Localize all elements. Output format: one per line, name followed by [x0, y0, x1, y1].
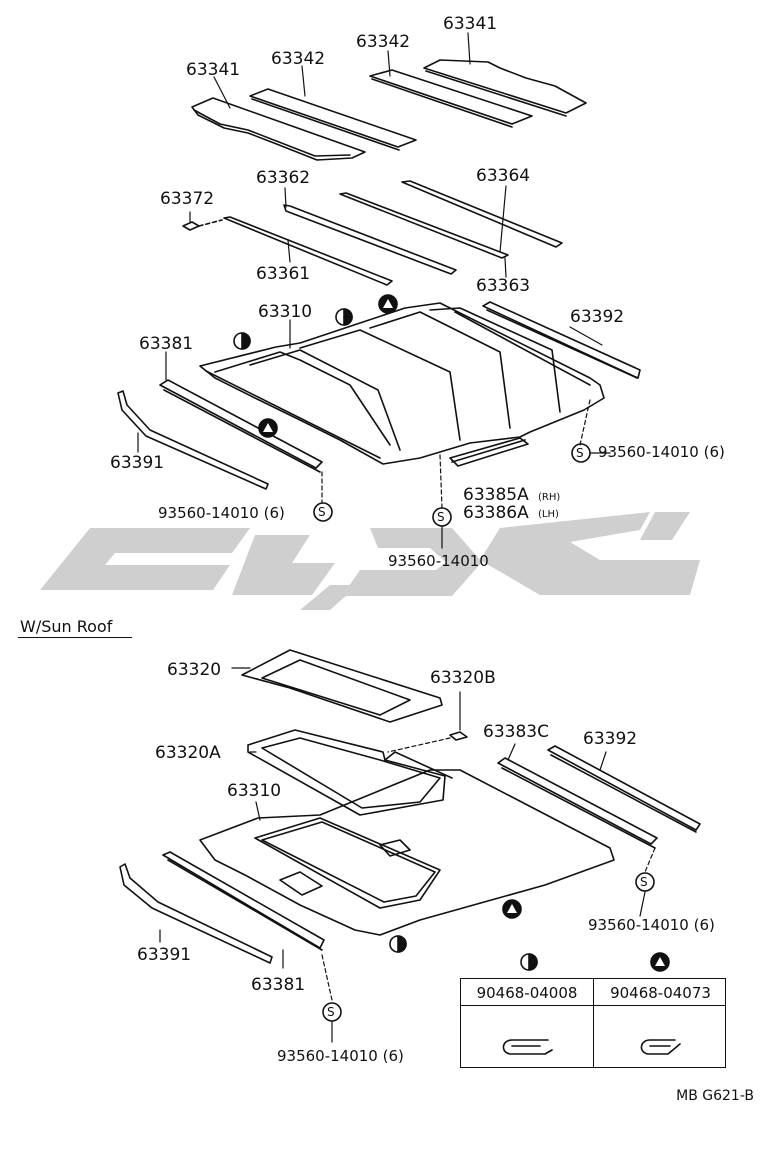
watermark-logo: [40, 512, 700, 610]
triangle-circle-icon: [502, 899, 522, 919]
label-63386A-side: (LH): [538, 509, 559, 520]
fastener-table: 90468-04008 90468-04073: [460, 978, 726, 1068]
screw-s-label: S: [318, 505, 326, 519]
half-circle-icon: [389, 935, 407, 953]
part-63381-rail-sunroof: [162, 851, 325, 951]
dashed-link-63320B: [387, 737, 451, 753]
label-63363: 63363: [476, 276, 531, 296]
part-63364-support-rod: [401, 180, 563, 248]
half-circle-icon: [520, 953, 538, 971]
screw-s-label: S: [327, 1005, 335, 1019]
section-underline: [18, 637, 132, 638]
label-63362: 63362: [256, 168, 311, 188]
label-63392-bottom: 63392: [583, 729, 638, 749]
fastener-table-col2: 90468-04073: [610, 984, 711, 1002]
part-63341-left-pad: [191, 97, 366, 161]
part-63361-support-rod: [223, 216, 393, 286]
part-63341-right-pad: [423, 59, 587, 117]
part-63383C-rail: [497, 757, 658, 849]
label-63341-right: 63341: [443, 14, 498, 34]
label-63386A: 63386A: [463, 503, 529, 523]
part-63342-right-strip: [369, 69, 533, 128]
part-63362-support-rod: [283, 204, 457, 275]
half-circle-icon: [233, 332, 251, 350]
label-63392-top: 63392: [570, 307, 625, 327]
part-63310-headliner: [199, 302, 605, 465]
label-63372: 63372: [160, 189, 215, 209]
label-screw-93560-right-bottom: 93560-14010 (6): [588, 916, 715, 934]
label-63342-right: 63342: [356, 32, 411, 52]
clip-drawing-90468-04073: [640, 1039, 681, 1055]
label-63342-left: 63342: [271, 49, 326, 69]
label-screw-93560-left: 93560-14010 (6): [158, 504, 285, 522]
label-63385A-side: (RH): [538, 492, 561, 503]
label-63385A: 63385A: [463, 485, 529, 505]
triangle-circle-icon: [650, 952, 670, 972]
triangle-circle-icon: [378, 294, 398, 314]
part-63310-headliner-sunroof: [199, 769, 615, 936]
fastener-half-circle-icons: [233, 308, 538, 971]
part-63342-left-strip: [249, 88, 417, 151]
reference-code: MB G621-B: [676, 1088, 754, 1104]
part-63391-molding: [117, 390, 269, 490]
part-63381-rail: [159, 379, 323, 473]
part-63372-clip: [182, 219, 223, 231]
part-63320-sunroof-frame: [241, 649, 443, 723]
label-63310-bottom: 63310: [227, 781, 282, 801]
label-63381-bottom: 63381: [251, 975, 306, 995]
label-63341-left: 63341: [186, 60, 241, 80]
label-63320A: 63320A: [155, 743, 221, 763]
part-63363-support-rod: [339, 192, 509, 259]
clip-drawing-90468-04008: [502, 1039, 553, 1055]
screw-symbol-circles: [313, 443, 655, 1022]
screw-s-label: S: [576, 446, 584, 460]
label-63320: 63320: [167, 660, 222, 680]
fastener-table-divider: [593, 979, 594, 1067]
leader-lines-top: [137, 32, 611, 549]
label-63391-bottom: 63391: [137, 945, 192, 965]
part-63320B-clip: [449, 731, 468, 741]
triangle-circle-icon: [258, 418, 278, 438]
part-63391-molding-sunroof: [119, 863, 273, 964]
label-screw-93560-right: 93560-14010 (6): [598, 443, 725, 461]
label-63310-top: 63310: [258, 302, 313, 322]
label-63364: 63364: [476, 166, 531, 186]
leader-lines-bottom: [159, 667, 656, 1043]
label-63391-top: 63391: [110, 453, 165, 473]
half-circle-icon: [335, 308, 353, 326]
label-63381-top: 63381: [139, 334, 194, 354]
label-screw-93560-center: 93560-14010: [388, 552, 489, 570]
part-63392-molding-sunroof: [547, 745, 701, 833]
section-title-sunroof: W/Sun Roof: [20, 617, 113, 636]
fastener-triangle-icons: [258, 294, 670, 972]
label-63361: 63361: [256, 264, 311, 284]
fastener-table-col1: 90468-04008: [476, 984, 578, 1002]
part-63392-molding: [482, 301, 641, 379]
screw-s-label: S: [640, 875, 648, 889]
label-63320B: 63320B: [430, 668, 496, 688]
part-63385A-bracket: [449, 437, 529, 467]
label-screw-93560-bottom: 93560-14010 (6): [277, 1047, 404, 1065]
label-63383C: 63383C: [483, 722, 549, 742]
screw-s-label: S: [437, 510, 445, 524]
